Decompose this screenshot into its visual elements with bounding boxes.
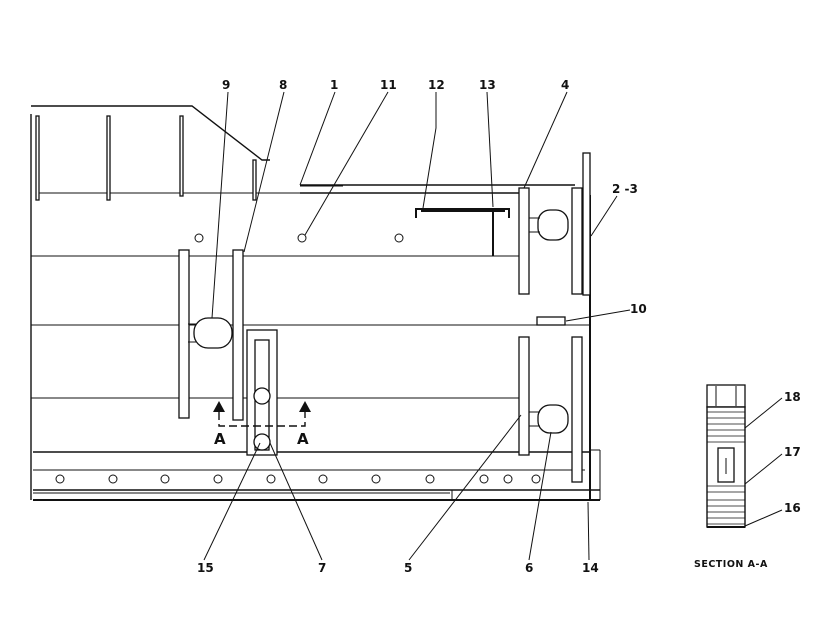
rollers [188,209,569,451]
callout-6: 6 [525,561,533,575]
section-caption: SECTION A-A [694,559,768,570]
callout-18: 18 [784,390,801,404]
callout-15: 15 [197,561,214,575]
section-detail [706,384,746,528]
side-plates [178,187,583,483]
section-marker-left: A [214,430,226,448]
callout-10: 10 [630,302,647,316]
detail-leaders [744,397,783,527]
callout-16: 16 [784,501,801,515]
callout-4: 4 [561,78,569,92]
section-line [213,401,311,427]
callout-8: 8 [279,78,287,92]
callout-2-3: 2 -3 [612,182,638,196]
callout-14: 14 [582,561,599,575]
mounting-holes [55,233,541,484]
callout-9: 9 [222,78,230,92]
callout-17: 17 [784,445,801,459]
main-frame [30,105,601,501]
callout-12: 12 [428,78,445,92]
callout-7: 7 [318,561,326,575]
callout-13: 13 [479,78,496,92]
callout-11: 11 [380,78,397,92]
callout-5: 5 [404,561,412,575]
leader-lines [203,91,631,561]
callout-1: 1 [330,78,338,92]
section-marker-right: A [297,430,309,448]
